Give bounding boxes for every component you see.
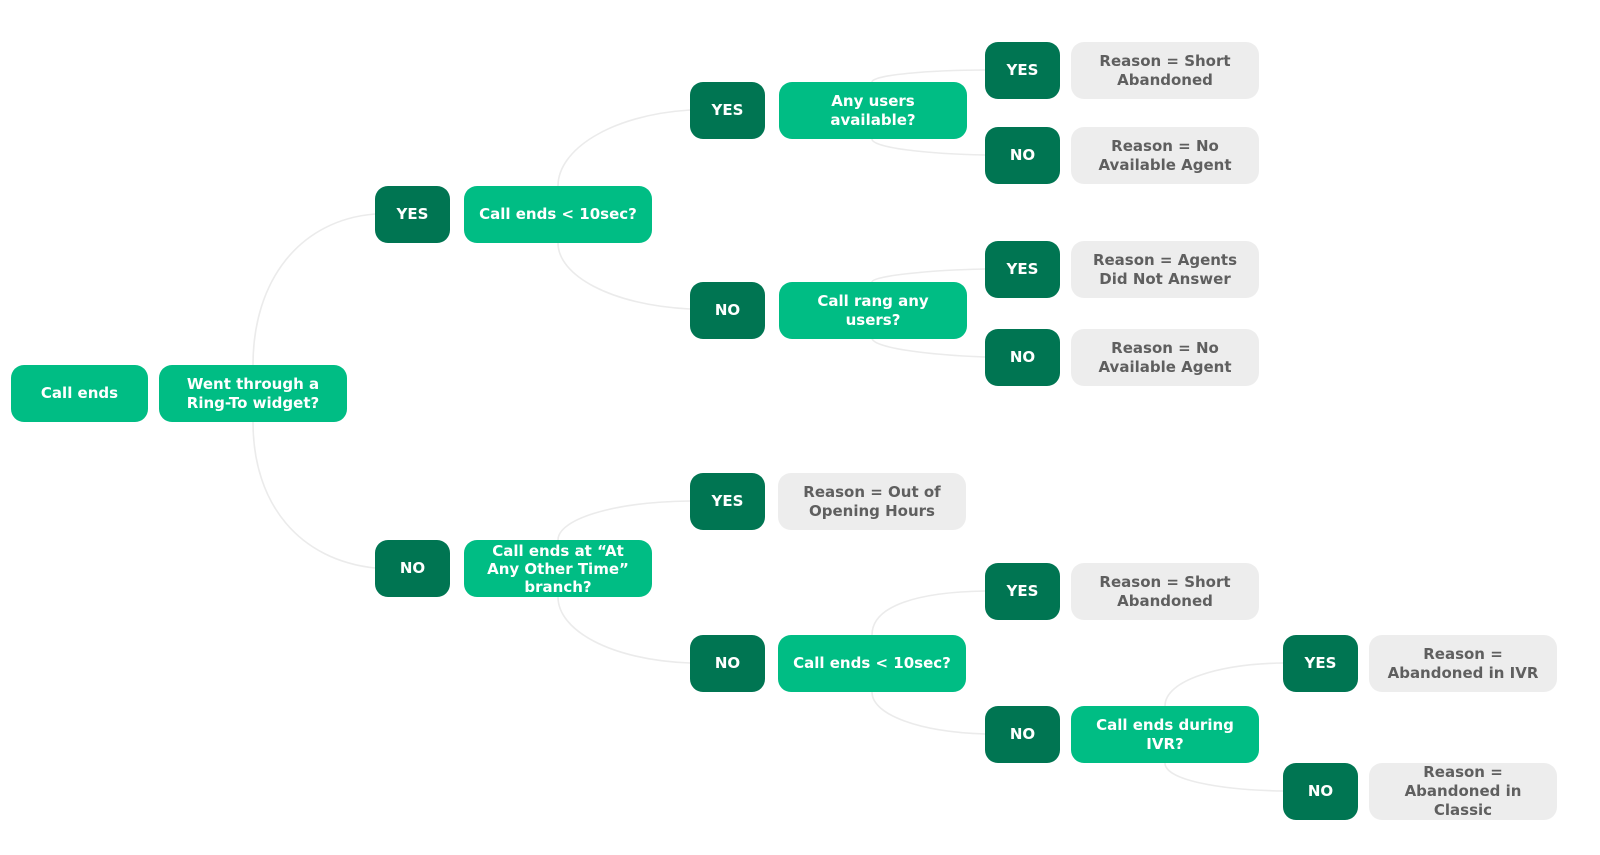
answer-yes-ivr: YES [1283,635,1358,692]
reason-out-of-opening-hours: Reason = Out of Opening Hours [778,473,966,530]
reason-abandoned-in-ivr: Reason = Abandoned in IVR [1369,635,1557,692]
connector-short2-no [871,691,986,735]
connector-ivr-no [1164,762,1284,792]
connector-rang-no [871,337,986,358]
connector-ivr-yes [1164,662,1284,707]
question-users-available: Any users available? [779,82,967,139]
answer-no-ivr: NO [1283,763,1358,820]
connector-rang-yes [871,268,986,283]
question-ring-to-widget: Went through a Ring-To widget? [159,365,347,422]
answer-no-users: NO [985,127,1060,184]
reason-short-abandoned-2: Reason = Short Abandoned [1071,563,1259,620]
connector-users-no [871,138,986,156]
answer-yes-short-1: YES [690,82,765,139]
answer-no-ring-to: NO [375,540,450,597]
answer-no-short-2: NO [985,706,1060,763]
answer-no-rang: NO [985,329,1060,386]
connector-ringto-yes [252,213,376,366]
question-ends-during-ivr: Call ends during IVR? [1071,706,1259,763]
connector-short2-yes [871,590,986,636]
reason-no-available-agent-2: Reason = No Available Agent [1071,329,1259,386]
answer-yes-short-2: YES [985,563,1060,620]
answer-yes-ring-to: YES [375,186,450,243]
reason-short-abandoned-1: Reason = Short Abandoned [1071,42,1259,99]
connector-other-no [557,596,691,664]
connector-short1-yes [557,109,691,187]
question-call-short-1: Call ends < 10sec? [464,186,652,243]
connector-users-yes [871,69,986,83]
connector-short1-no [557,242,691,310]
reason-no-available-agent-1: Reason = No Available Agent [1071,127,1259,184]
answer-no-other-time: NO [690,635,765,692]
question-call-short-2: Call ends < 10sec? [778,635,966,692]
answer-yes-rang: YES [985,241,1060,298]
answer-yes-other-time: YES [690,473,765,530]
question-other-time-branch: Call ends at “At Any Other Time” branch? [464,540,652,597]
question-call-rang-users: Call rang any users? [779,282,967,339]
connector-other-yes [557,500,691,541]
connector-ringto-no [252,421,376,569]
start-node: Call ends [11,365,148,422]
answer-no-short-1: NO [690,282,765,339]
reason-agents-did-not-answer: Reason = Agents Did Not Answer [1071,241,1259,298]
answer-yes-users: YES [985,42,1060,99]
reason-abandoned-in-classic: Reason = Abandoned in Classic [1369,763,1557,820]
